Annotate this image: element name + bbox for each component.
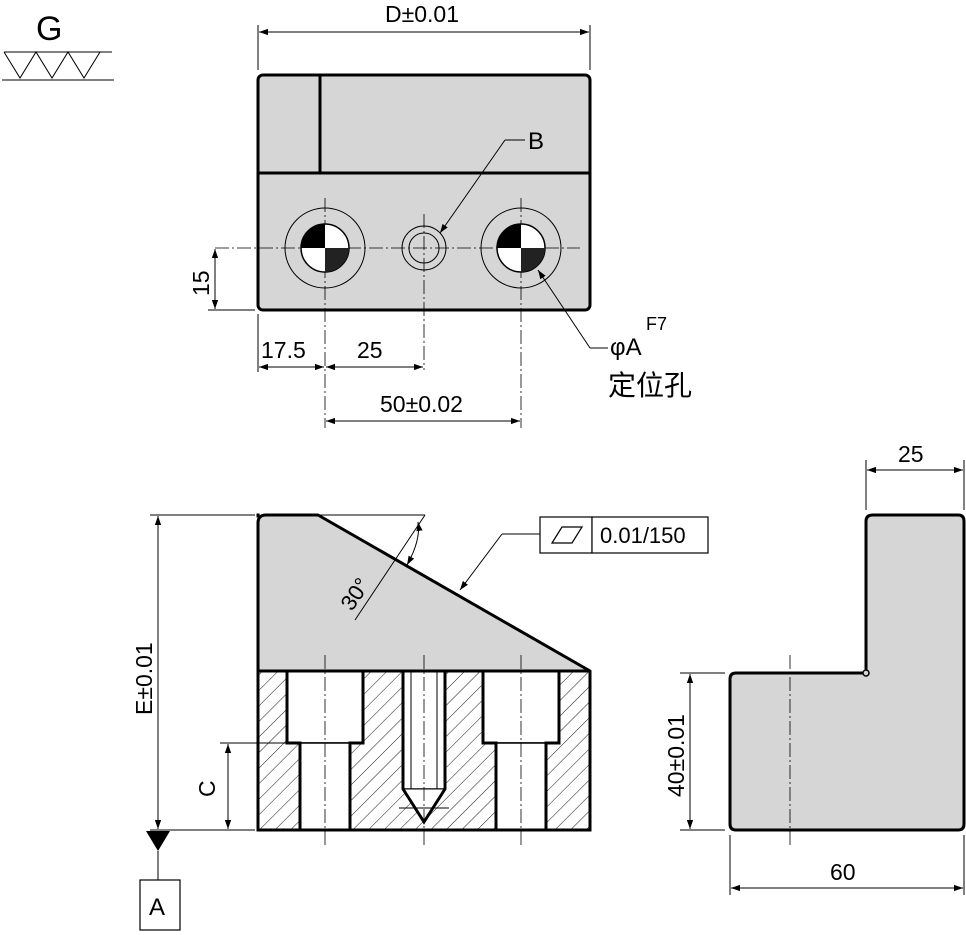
dimension-C: C <box>194 742 287 829</box>
dimension-C-label: C <box>194 780 220 797</box>
hole-note: 定位孔 <box>608 370 692 401</box>
side-dimension-25-label: 25 <box>898 441 924 467</box>
dimension-E: E±0.01 <box>131 514 255 831</box>
tapped-hole-icon <box>401 225 447 271</box>
surface-finish-letter: G <box>36 10 62 48</box>
dimension-50-label: 50±0.02 <box>380 391 463 417</box>
surface-finish-symbol: G <box>2 10 114 81</box>
locating-hole-left-icon <box>284 207 366 289</box>
datum-A: A <box>139 831 181 931</box>
dimension-50: 50±0.02 <box>326 391 520 425</box>
hole-tolerance-F7: F7 <box>646 314 667 334</box>
top-view: D±0.01 B 15 17.5 25 50±0.02 <box>188 1 692 428</box>
counterbore-left-outline <box>285 671 365 830</box>
side-dimension-25: 25 <box>865 441 965 510</box>
dimension-17-5-label: 17.5 <box>261 337 306 363</box>
side-dimension-60-label: 60 <box>830 859 856 885</box>
side-view: 25 40±0.01 60 <box>663 441 966 895</box>
locating-hole-right-icon <box>480 207 562 289</box>
side-dimension-40: 40±0.01 <box>663 672 725 831</box>
dimension-17-5-and-25: 17.5 25 <box>257 314 423 372</box>
flatness-symbol-icon <box>550 526 584 544</box>
datum-A-label: A <box>149 894 165 921</box>
side-dimension-60: 60 <box>729 835 965 895</box>
label-B: B <box>528 128 544 155</box>
leader-phiA: φA F7 定位孔 <box>537 269 692 401</box>
top-view-body <box>256 73 592 312</box>
dimension-25-top-label: 25 <box>357 337 383 363</box>
dimension-D-label: D±0.01 <box>385 1 459 27</box>
flatness-frame: 0.01/150 <box>459 516 709 591</box>
counterbore-right-outline <box>481 671 561 830</box>
dimension-D: D±0.01 <box>257 1 591 70</box>
flatness-tolerance-label: 0.01/150 <box>600 523 686 548</box>
dimension-15: 15 <box>188 249 255 311</box>
dimension-15-label: 15 <box>188 270 214 296</box>
dimension-E-label: E±0.01 <box>131 642 157 715</box>
leader-B: B <box>439 128 544 234</box>
side-view-body <box>728 513 966 832</box>
hole-label-phiA: φA <box>610 334 642 361</box>
side-dimension-40-label: 40±0.01 <box>663 714 689 797</box>
front-view: 30° 0.01/150 E±0.01 C <box>131 513 709 931</box>
